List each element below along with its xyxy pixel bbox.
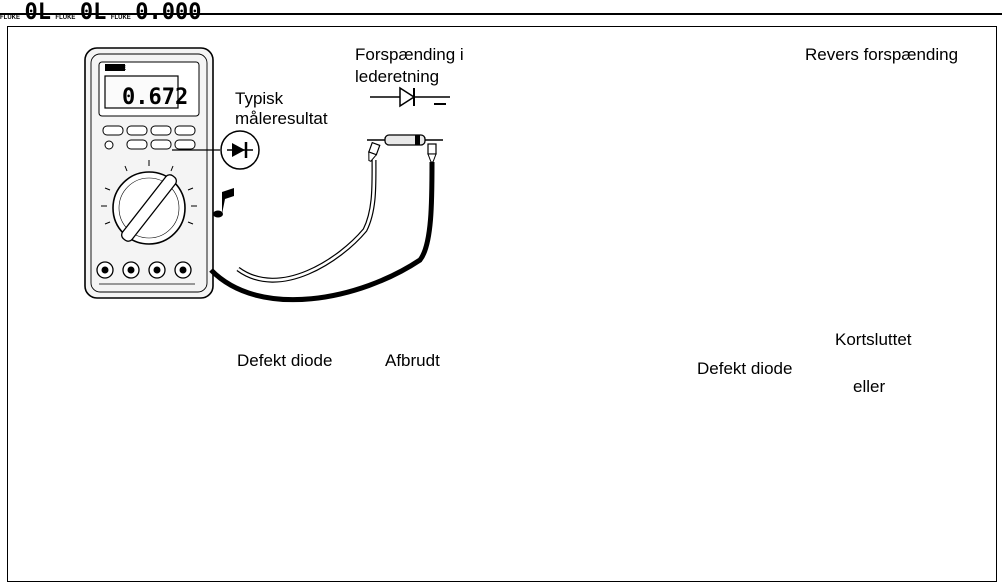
display-reading: 0L [79, 0, 107, 25]
label-forward-bias-line2: lederetning [355, 67, 440, 86]
panel-reverse: FLUKE 0L [0, 0, 55, 25]
label-or: eller [853, 377, 886, 396]
display-reading: 0.000 [135, 0, 202, 25]
label-typical-line2: måleresultat [235, 109, 328, 128]
test-lead-icon [365, 142, 381, 163]
panel-open: FLUKE 0L [55, 0, 110, 25]
multimeter-icon: FLUKE 0L [55, 0, 110, 25]
display-reading: 0L [24, 0, 51, 25]
label-defective-diode: Defekt diode [697, 359, 793, 378]
brand-label: FLUKE [110, 15, 131, 21]
diode-symbol [370, 86, 450, 108]
panel-shorted: FLUKE 0.000 [110, 0, 202, 25]
top-rule [0, 13, 1002, 15]
brand-label: FLUKE [106, 66, 126, 72]
figure-frame [7, 26, 997, 582]
label-forward-bias-line1: Forspænding i [355, 45, 464, 64]
multimeter-icon: FLUKE 0.000 [110, 0, 202, 25]
brand-label: FLUKE [0, 15, 20, 21]
panel-forward: FLUKE 0.672 [84, 47, 450, 303]
test-lead-icon [427, 143, 437, 163]
label-defective-diode: Defekt diode [237, 351, 333, 370]
display-reading: 0.672 [122, 85, 188, 110]
label-shorted: Kortsluttet [835, 330, 912, 349]
label-reverse-bias: Revers forspænding [805, 45, 959, 64]
label-typical-line1: Typisk [235, 89, 284, 108]
musical-note-icon [213, 188, 234, 218]
diode-icon [219, 129, 261, 171]
brand-label: FLUKE [55, 15, 76, 21]
label-open: Afbrudt [385, 351, 440, 370]
multimeter-icon: FLUKE 0L [0, 0, 55, 25]
